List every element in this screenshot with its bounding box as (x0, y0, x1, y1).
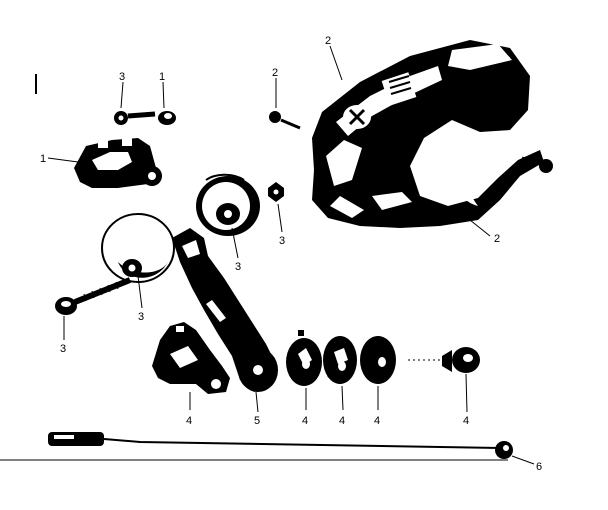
callout-label: 4 (463, 415, 469, 427)
spacer-washer-1 (286, 330, 322, 386)
callout-label: 4 (339, 415, 345, 427)
cable-anchor-block (74, 138, 162, 188)
shift-cable (48, 432, 513, 459)
callout-label: 3 (138, 311, 144, 323)
callout-label: 4 (302, 415, 308, 427)
callout-label: 3 (279, 235, 285, 247)
callout-label: 3 (119, 71, 125, 83)
adjust-screw (408, 347, 480, 373)
callout-label: 2 (494, 233, 500, 245)
callout-label: 3 (235, 261, 241, 273)
cover-screw-right (521, 156, 553, 173)
callout-label: 4 (374, 415, 380, 427)
lower-pulley-plate (101, 213, 175, 283)
callout-label: 4 (186, 415, 192, 427)
upper-pulley (196, 173, 260, 236)
callout-label: 3 (60, 343, 66, 355)
callout-label: 2 (325, 35, 331, 47)
callout-label: 2 (272, 67, 278, 79)
main-pivot-bolt (55, 277, 132, 315)
spacer-washer-3 (360, 336, 396, 384)
spacer-washer-2 (323, 336, 357, 384)
pulley-screw-small (268, 182, 284, 202)
callout-label: 6 (536, 461, 542, 473)
mounting-bracket (152, 322, 230, 394)
callout-label: 1 (159, 71, 165, 83)
cage-arm (172, 228, 278, 392)
cover-screw-left (269, 111, 301, 130)
callout-label: 1 (40, 153, 46, 165)
shifter-cover-housing: S (312, 40, 544, 228)
cable-clamp-bolt (114, 111, 176, 125)
callout-label: 5 (254, 415, 260, 427)
